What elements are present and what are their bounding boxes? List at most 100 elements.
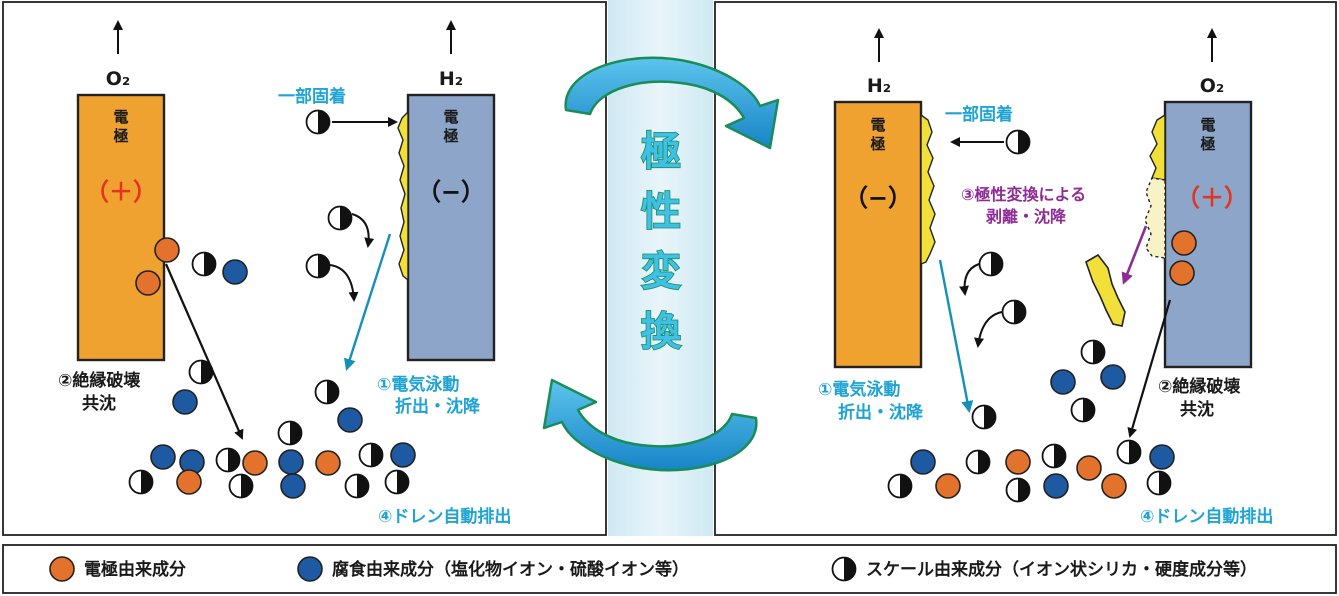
left-scale-particle xyxy=(314,379,340,405)
right-breakdown-arrow xyxy=(1127,299,1172,438)
left-corrosion-particle xyxy=(280,473,306,499)
left-anode-sign: （＋） xyxy=(85,178,157,206)
left-electrophoresis-arrow xyxy=(344,233,392,371)
left-corrosion-particle xyxy=(278,449,304,475)
right-scale-particle xyxy=(965,449,991,475)
right-electrophoresis-label-1: ①電気泳動 xyxy=(818,379,900,400)
left-scale-particle xyxy=(228,473,254,499)
left-curved-arrow xyxy=(329,264,359,302)
right-electrophoresis-arrow xyxy=(938,259,974,413)
title-char: 換 xyxy=(641,309,682,355)
right-gas-o2: O₂ xyxy=(1200,75,1224,97)
left-breakdown-label-1: ②絶縁破壊 xyxy=(58,370,141,391)
left-adhering-scale-particle xyxy=(305,109,331,135)
left-electrode-particle xyxy=(315,450,341,476)
right-peeling-arrow xyxy=(1121,225,1148,285)
left-corrosion-particle xyxy=(390,442,416,468)
right-scale-particle xyxy=(1070,397,1096,423)
left-scale-particle xyxy=(344,473,370,499)
right-peeled-flake xyxy=(1085,253,1126,327)
right-anode-label-1: 電 xyxy=(1200,116,1215,134)
left-panel: O₂ H₂ 電 極 （＋） 電 極 （−） 一部固着 ①電気泳動 折出・沈降 xyxy=(2,1,607,536)
left-scale-particle xyxy=(384,469,410,495)
right-scale-particle xyxy=(1001,299,1027,325)
right-electrode-particle xyxy=(1076,455,1102,481)
right-scale-particle xyxy=(1146,470,1172,496)
left-corrosion-particle xyxy=(150,444,176,470)
left-cathode-deposit xyxy=(397,110,409,282)
right-panel: H₂ O₂ 電 極 （−） 電 極 （＋） 一部固着 ③極性変換による 剥離・沈… xyxy=(714,1,1337,536)
legend-electrode-swatch xyxy=(49,556,75,582)
right-breakdown-label-2: 共沈 xyxy=(1180,399,1214,420)
left-drain-label: ④ドレン自動排出 xyxy=(378,506,511,527)
right-corrosion-particle xyxy=(1100,364,1126,390)
right-partial-adhesion-label: 一部固着 xyxy=(945,104,1013,125)
left-electrode-particle xyxy=(135,270,161,296)
left-breakdown-label-2: 共沈 xyxy=(82,393,116,414)
title-char: 変 xyxy=(641,249,681,295)
right-corrosion-particle xyxy=(910,449,936,475)
right-scale-particle xyxy=(1116,439,1142,465)
legend-corrosion-label: 腐食由来成分（塩化物イオン・硫酸イオン等） xyxy=(332,559,689,580)
right-curved-arrow xyxy=(974,311,1003,348)
right-breakdown-label-1: ②絶縁破壊 xyxy=(1158,376,1241,397)
left-scale-particle xyxy=(188,359,214,385)
left-gas-o2: O₂ xyxy=(106,68,130,90)
right-corrosion-particle xyxy=(1043,473,1069,499)
left-breakdown-arrow xyxy=(164,263,244,440)
right-adhering-scale-particle xyxy=(1005,129,1031,155)
polarity-reversal-arrows: 極 性 変 換 xyxy=(542,56,780,472)
title-char: 性 xyxy=(641,189,681,235)
right-gas-h2: H₂ xyxy=(867,75,891,97)
left-scale-particle xyxy=(191,251,217,277)
left-electrode-cathode xyxy=(406,93,496,362)
left-electrode-particle xyxy=(242,450,268,476)
right-electrode-particle xyxy=(1005,449,1031,475)
polarity-reversal-title: 極 性 変 換 xyxy=(640,128,683,356)
left-partial-adhesion-label: 一部固着 xyxy=(278,86,346,107)
legend-scale-label: スケール由来成分（イオン状シリカ・硬度成分等） xyxy=(866,559,1257,580)
right-electrode-particle xyxy=(1169,260,1195,286)
right-electrode-particle xyxy=(935,473,961,499)
right-anode-sign: （＋） xyxy=(1176,184,1248,212)
left-scale-particle xyxy=(327,205,353,231)
right-cathode-sign: （−） xyxy=(844,184,912,212)
left-electrophoresis-label-1: ①電気泳動 xyxy=(377,374,459,395)
right-peeled-region xyxy=(1144,177,1166,259)
right-scale-particle xyxy=(1041,443,1067,469)
left-curved-arrow xyxy=(351,213,375,248)
left-corrosion-particle xyxy=(222,259,248,285)
right-corrosion-particle xyxy=(1149,444,1175,470)
left-electrode-particle xyxy=(154,237,180,263)
left-scale-particle xyxy=(215,447,241,473)
left-cathode-sign: （−） xyxy=(417,178,485,206)
reversal-arrow-top xyxy=(564,56,780,150)
right-corrosion-particle xyxy=(1050,369,1076,395)
left-electrophoresis-label-2: 折出・沈降 xyxy=(395,396,481,417)
legend-scale-swatch xyxy=(831,556,857,582)
left-electrode-particle xyxy=(176,469,202,495)
right-peeling-label-1: ③極性変換による xyxy=(961,185,1086,204)
left-corrosion-particle xyxy=(337,407,363,433)
left-anode-label-2: 極 xyxy=(112,127,128,145)
reversal-arrow-bottom xyxy=(542,378,758,472)
right-scale-particle xyxy=(971,404,997,430)
right-scale-particle xyxy=(1005,477,1031,503)
left-scale-particle xyxy=(277,420,303,446)
left-anode-label-1: 電 xyxy=(113,108,128,126)
left-scale-particle xyxy=(358,442,384,468)
right-anode-label-2: 極 xyxy=(1199,135,1215,153)
left-scale-particle xyxy=(128,469,154,495)
right-drain-label: ④ドレン自動排出 xyxy=(1140,506,1273,527)
legend-frame xyxy=(2,544,1337,594)
left-gas-h2: H₂ xyxy=(439,68,463,90)
right-cathode-label-2: 極 xyxy=(869,135,885,153)
right-scale-particle xyxy=(887,473,913,499)
right-cathode-deposit xyxy=(920,113,936,266)
right-scale-particle xyxy=(1080,339,1106,365)
left-cathode-label-2: 極 xyxy=(442,127,458,145)
left-scale-particle xyxy=(305,253,331,279)
legend-electrode-label: 電極由来成分 xyxy=(84,559,186,580)
right-scale-particle xyxy=(978,251,1004,277)
